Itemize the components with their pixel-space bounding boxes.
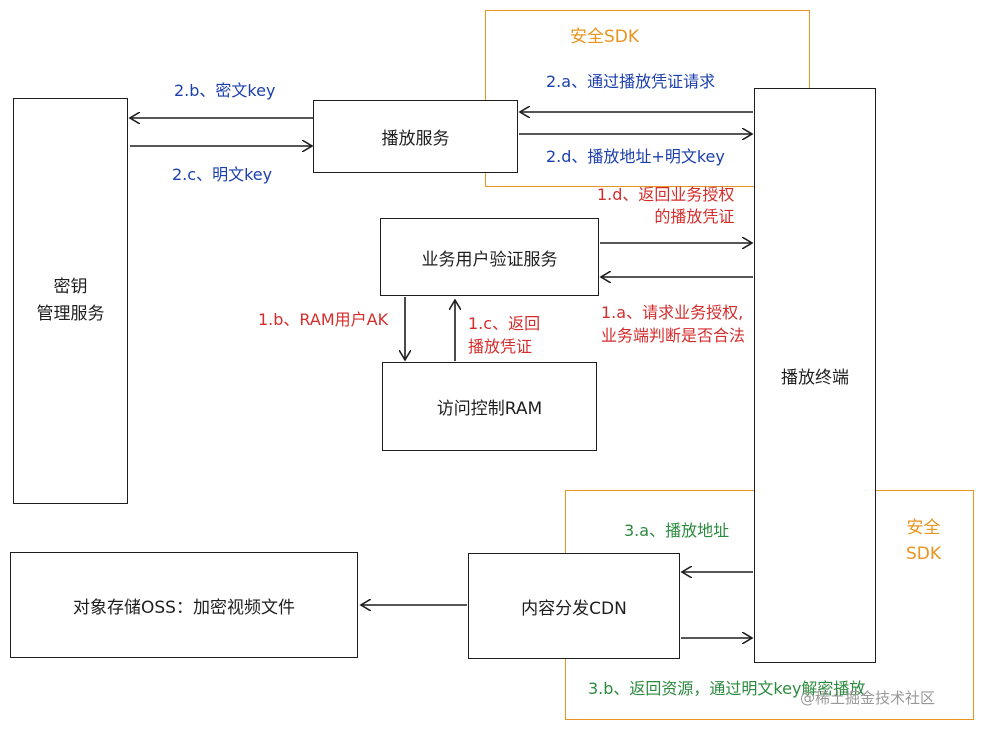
key-management-service-box: 密钥 管理服务 [13, 98, 128, 504]
ram-box: 访问控制RAM [382, 362, 597, 451]
cdn-label: 内容分发CDN [521, 598, 627, 619]
auth-service-box: 业务用户验证服务 [380, 218, 599, 296]
label-1a: 1.a、请求业务授权, 业务端判断是否合法 [601, 303, 746, 346]
label-2c: 2.c、明文key [172, 165, 273, 184]
label-1b: 1.b、RAM用户AK [258, 310, 389, 329]
play-service-box: 播放服务 [313, 100, 518, 173]
oss-box: 对象存储OSS：加密视频文件 [10, 552, 358, 658]
watermark-text: @稀土掘金技术社区 [800, 689, 936, 707]
label-2b: 2.b、密文key [174, 81, 276, 100]
terminal-label: 播放终端 [781, 368, 849, 388]
ram-label: 访问控制RAM [436, 399, 543, 419]
label-2a: 2.a、通过播放凭证请求 [546, 72, 716, 91]
key-management-service-label: 密钥 管理服务 [36, 276, 105, 324]
cdn-box: 内容分发CDN [468, 553, 680, 659]
label-3a: 3.a、播放地址 [624, 521, 730, 540]
play-service-label: 播放服务 [381, 129, 450, 149]
oss-label: 对象存储OSS：加密视频文件 [73, 597, 295, 618]
sdk-title-bottom: 安全 SDK [906, 518, 942, 565]
label-3b: 3.b、返回资源，通过明文key解密播放 [588, 679, 866, 698]
terminal-box: 播放终端 [754, 88, 876, 663]
label-1c: 1.c、返回 播放凭证 [468, 314, 541, 357]
label-2d: 2.d、播放地址+明文key [546, 147, 725, 166]
sdk-title-top: 安全SDK [570, 27, 640, 47]
auth-service-label: 业务用户验证服务 [421, 249, 558, 270]
label-1d: 1.d、返回业务授权 的播放凭证 [597, 185, 735, 227]
